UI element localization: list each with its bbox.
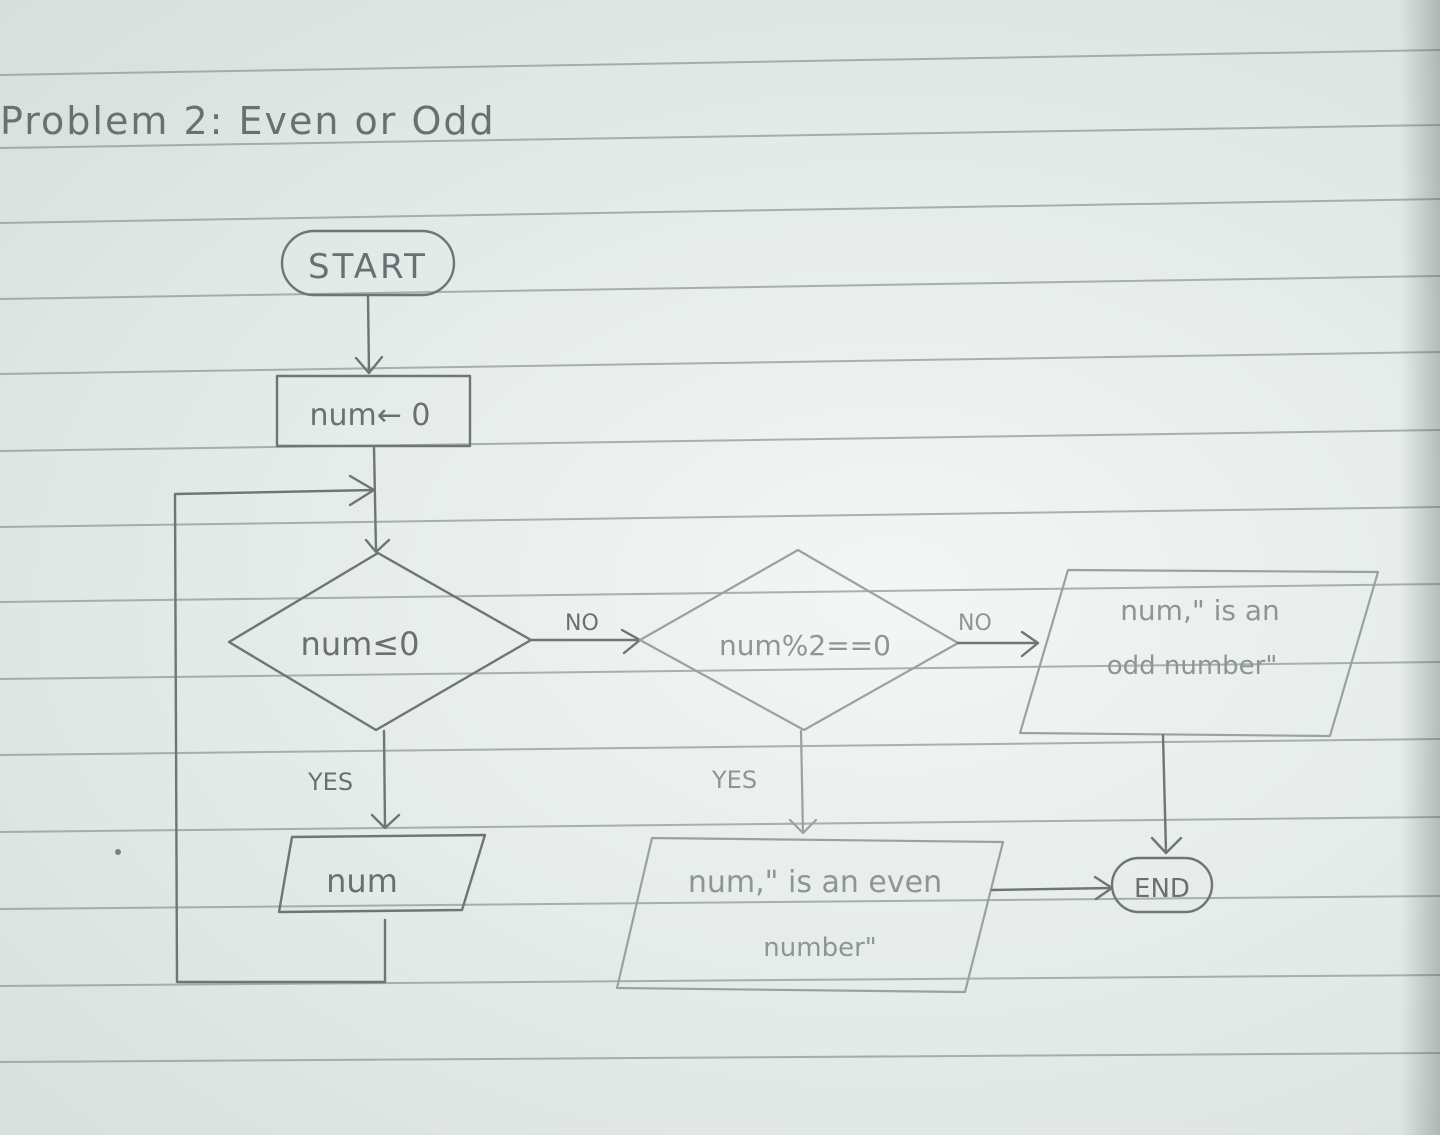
output-num-label: num: [326, 862, 398, 900]
arrowhead-icon: [788, 818, 818, 835]
condition-2-no-label: NO: [958, 611, 992, 636]
output-even-box: [615, 836, 1005, 994]
arrowhead-icon: [1150, 836, 1183, 855]
arrow-init-to-condition-1: [372, 445, 378, 553]
arrowhead-icon: [370, 813, 401, 830]
output-even-line-1: num," is an even: [688, 865, 942, 900]
loop-back-connector: [173, 488, 387, 984]
arrow-condition-1-yes: [382, 729, 387, 829]
arrow-even-to-end: [990, 886, 1114, 892]
output-odd-line-2: odd number": [1107, 651, 1278, 681]
condition-2-decision: [638, 548, 960, 732]
condition-1-decision: [227, 551, 533, 732]
output-odd-box: [1018, 568, 1380, 738]
arrowhead-icon: [364, 538, 391, 554]
output-num-box: [277, 833, 487, 914]
condition-1-label: num≤0: [301, 625, 420, 663]
arrowhead-icon: [348, 474, 376, 507]
condition-2-yes-label: YES: [711, 766, 757, 794]
arrow-odd-to-end: [1161, 733, 1168, 854]
output-odd-line-1: num," is an: [1120, 594, 1280, 627]
end-label: END: [1134, 874, 1190, 904]
page-title: Problem 2: Even or Odd: [0, 99, 496, 143]
arrowhead-icon: [620, 628, 642, 655]
condition-1-no-label: NO: [565, 611, 599, 636]
arrowhead-icon: [354, 355, 384, 375]
condition-2-label: num%2==0: [719, 629, 891, 662]
end-terminator: [1110, 856, 1214, 914]
start-label: START: [308, 247, 428, 287]
output-even-line-2: number": [763, 933, 876, 963]
condition-1-yes-label: YES: [307, 768, 353, 796]
arrow-condition-2-yes: [799, 729, 805, 835]
pencil-dot-mark: [115, 849, 121, 855]
arrowhead-icon: [1020, 630, 1040, 658]
init-label: num← 0: [309, 398, 430, 433]
ruled-lines: [0, 49, 1440, 1063]
arrow-start-to-init: [366, 294, 371, 374]
